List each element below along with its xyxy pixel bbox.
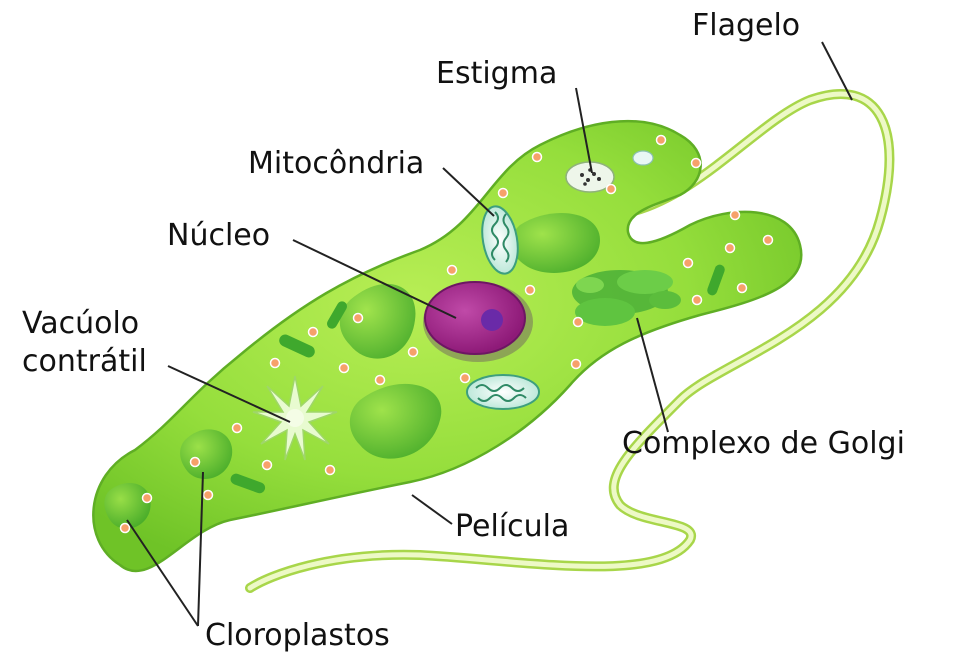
- leader-mitocondria: [443, 168, 494, 216]
- label-vacuolo-line2: contrátil: [22, 343, 147, 381]
- nucleus: [423, 282, 533, 362]
- leader-pelicula: [412, 495, 452, 524]
- label-pelicula: Película: [455, 509, 569, 545]
- nucleolus: [481, 309, 503, 331]
- label-cloroplastos: Cloroplastos: [205, 618, 390, 654]
- leader-golgi: [637, 318, 668, 432]
- label-estigma: Estigma: [436, 56, 557, 92]
- label-nucleo: Núcleo: [167, 218, 270, 254]
- label-complexo-de-golgi: Complexo de Golgi: [622, 426, 905, 462]
- label-mitocondria: Mitocôndria: [248, 146, 424, 182]
- label-flagelo: Flagelo: [692, 8, 800, 44]
- label-vacuolo-line1: Vacúolo: [22, 305, 147, 343]
- label-vacuolo-contratil: Vacúolo contrátil: [22, 305, 147, 381]
